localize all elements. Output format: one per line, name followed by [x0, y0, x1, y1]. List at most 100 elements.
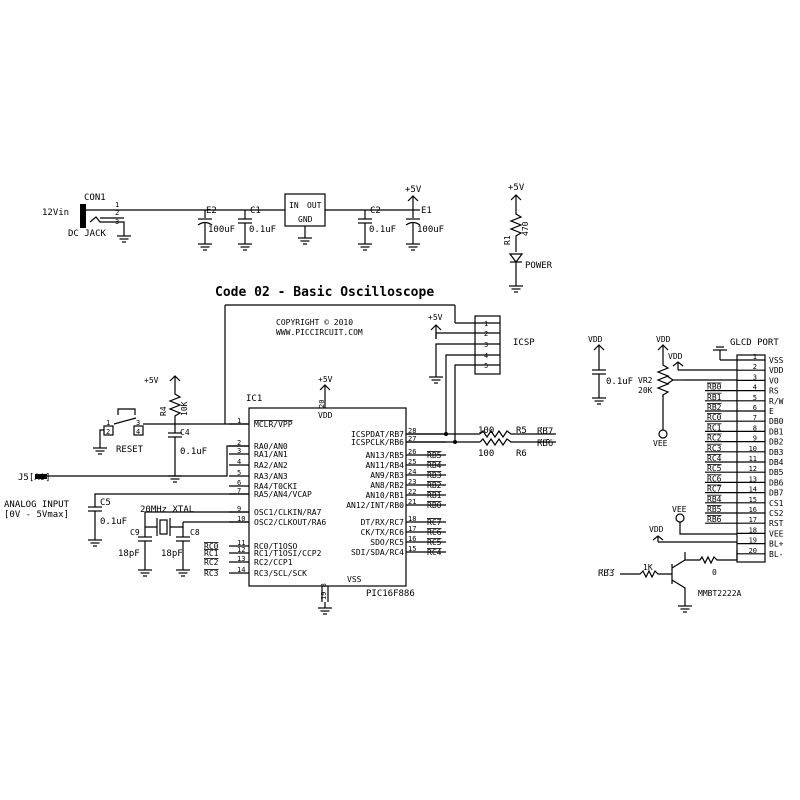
mcu-right-pin-name: SDI/SDA/RC4 — [351, 548, 404, 557]
vr-vdd: VDD — [656, 335, 671, 344]
rb3-net: RB3 — [598, 569, 614, 579]
mcu-left-pin-num: 10 — [237, 515, 245, 523]
mcu-left-pin-name: RC0/T1OSO — [254, 542, 298, 551]
mcu-net-right: RB2 — [427, 481, 442, 490]
glcd-pin-num: 16 — [749, 506, 757, 514]
glcd-pin-num: 15 — [749, 496, 757, 504]
mcu-left-pin-num: 3 — [237, 447, 241, 455]
glcd-title: GLCD PORT — [730, 338, 779, 348]
glcd-pin-name: DB1 — [769, 427, 784, 436]
glcd-net: RB5 — [707, 505, 722, 514]
mcu-part: PIC16F886 — [366, 589, 415, 599]
glcd-pin-name: VO — [769, 376, 779, 385]
mcu-net-right: RB5 — [427, 451, 442, 460]
mcu-net-left: RC3 — [204, 569, 219, 578]
mcu-net-left: RC1 — [204, 549, 219, 558]
glcd-pin-name: VSS — [769, 356, 784, 365]
bl-vee: VEE — [672, 505, 687, 514]
mcu-vss-pins: 19 8 — [320, 583, 328, 600]
glcd-pin-name: CS1 — [769, 499, 784, 508]
transistor-label: MMBT2222A — [698, 589, 742, 598]
mcu-net-right: RC7 — [427, 518, 442, 527]
rb7-net: RB7 — [537, 427, 553, 437]
mcu-right-pin-num: 21 — [408, 498, 416, 506]
mcu-right-pin-num: 15 — [408, 545, 416, 553]
glcd-pin-num: 1 — [753, 353, 757, 361]
contrast-vdd: VDD — [588, 335, 603, 344]
glcd-pin-name: DB5 — [769, 468, 784, 477]
mcu-left-pin-num: 13 — [237, 555, 245, 563]
glcd-pin-num: 4 — [753, 384, 757, 392]
contrast-c-value: 0.1uF — [606, 377, 633, 387]
glcd-net: RB0 — [707, 383, 722, 392]
mcu-left-pin-num: 4 — [237, 458, 241, 466]
glcd-pin-name: CS2 — [769, 509, 784, 518]
glcd-pin-num: 19 — [749, 537, 757, 545]
bl-vdd: VDD — [649, 525, 664, 534]
vcc-label: +5V — [405, 185, 422, 195]
icsp-pin-4: 4 — [484, 352, 488, 360]
glcd-pin-name: DB2 — [769, 438, 784, 447]
led-label: POWER — [525, 261, 553, 271]
c8-value: 18pF — [161, 549, 183, 559]
mcu-left-pin-num: 5 — [237, 469, 241, 477]
crystal — [159, 519, 168, 535]
power-led: +5V R1 470 POWER — [503, 183, 553, 293]
power-supply: CON1 12Vin DC JACK 1 2 3 E2 100uF C1 0.1… — [42, 185, 444, 251]
analog-range: [0V - 5Vmax] — [4, 510, 69, 520]
icsp-pin-5: 5 — [484, 362, 488, 370]
mcu-left-pin-name: MCLR/VPP — [254, 420, 293, 429]
c4-value: 0.1uF — [180, 447, 207, 457]
mcu-right-pin-num: 28 — [408, 427, 416, 435]
mcu-net-right: RC5 — [427, 538, 442, 547]
glcd-pin-name: VEE — [769, 529, 784, 538]
mcu-left-pin-name: RA2/AN2 — [254, 461, 288, 470]
icsp-resistors: 100 R5 100 R6 RB7 RB6 — [406, 426, 556, 459]
r1-label: R1 — [503, 235, 512, 245]
mcu-left-pin-name: RC3/SCL/SCK — [254, 569, 307, 578]
reset-pin-1: 1 — [106, 419, 110, 427]
mcu-right-pin-num: 27 — [408, 435, 416, 443]
r5-label: R5 — [516, 426, 527, 436]
copyright-line-2: WWW.PICCIRCUIT.COM — [276, 328, 363, 337]
mcu-net-right: RC6 — [427, 528, 442, 537]
mcu-left-pin-name: RA5/AN4/VCAP — [254, 490, 312, 499]
mcu-left-pin-name: RA4/T0CKI — [254, 482, 298, 491]
glcd-pin-num: 14 — [749, 486, 757, 494]
mcu-left-pin-name: RA0/AN0 — [254, 442, 288, 451]
mcu-left-pin-name: OSC1/CLKIN/RA7 — [254, 508, 322, 517]
glcd-pin-num: 10 — [749, 445, 757, 453]
mcu-right-pin-name: ICSPCLK/RB6 — [351, 438, 404, 447]
c1-value: 0.1uF — [249, 225, 276, 235]
glcd-pin-name: E — [769, 407, 774, 416]
mcu-name: IC1 — [246, 394, 262, 404]
crystal-circuit: 20MHz XTAL C9 18pF C8 18pF — [118, 505, 249, 577]
mcu-left-pin-name: RC1/T1OSI/CCP2 — [254, 549, 322, 558]
glcd-net: RC1 — [707, 423, 722, 432]
page-title: Code 02 - Basic Oscilloscope — [215, 285, 434, 300]
glcd-pin-name: RS — [769, 387, 779, 396]
bl-r-value: 1K — [643, 563, 653, 572]
mcu-right-pin-name: SDO/RC5 — [370, 538, 404, 547]
icsp-connector — [474, 315, 501, 375]
glcd-pin-num: 20 — [749, 547, 757, 555]
glcd-vdd-top: VDD — [668, 352, 683, 361]
c2-label: C2 — [370, 206, 381, 216]
glcd-net: RC3 — [707, 444, 722, 453]
mcu-right-pin-num: 24 — [408, 468, 416, 476]
glcd-net: RB4 — [707, 495, 722, 504]
mcu-left-pin-name: RC2/CCP1 — [254, 558, 293, 567]
e1-value: 100uF — [417, 225, 444, 235]
mcu-right-pin-num: 23 — [408, 478, 416, 486]
mcu-left-pin-num: 11 — [237, 539, 245, 547]
glcd-pin-num: 11 — [749, 455, 757, 463]
mcu-left-pin-name: RA1/AN1 — [254, 450, 288, 459]
mcu-left-pin-name: OSC2/CLKOUT/RA6 — [254, 518, 326, 527]
glcd-net: RC5 — [707, 464, 722, 473]
rb6-net: RB6 — [537, 439, 553, 449]
con-pin-1: 1 — [115, 201, 119, 209]
glcd-pin-name: VDD — [769, 366, 784, 375]
mcu-left-pin-num: 12 — [237, 546, 245, 554]
